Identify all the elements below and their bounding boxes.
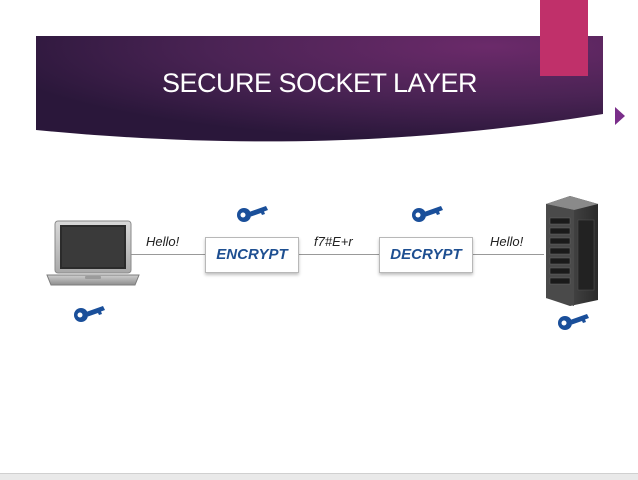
line-decrypt-server (472, 254, 544, 255)
key-icon (558, 314, 589, 330)
laptop-icon (46, 220, 140, 286)
accent-bar (540, 0, 588, 76)
title-banner: SECURE SOCKET LAYER (36, 36, 603, 150)
slide-footer-bar (0, 473, 638, 480)
key-icon (237, 206, 268, 222)
slide-title: SECURE SOCKET LAYER (161, 68, 478, 98)
decrypt-box: DECRYPT (379, 237, 473, 273)
encrypt-box: ENCRYPT (205, 237, 299, 273)
plaintext-label-right: Hello! (490, 234, 524, 249)
line-laptop-encrypt (130, 254, 206, 255)
key-icon (74, 306, 105, 322)
banner-background (36, 36, 603, 142)
server-icon (546, 196, 598, 306)
line-encrypt-decrypt (298, 254, 380, 255)
plaintext-label-left: Hello! (146, 234, 180, 249)
ciphertext-label: f7#E+r (314, 234, 353, 249)
bullet-arrow-icon (615, 107, 625, 125)
key-icon (412, 206, 443, 222)
